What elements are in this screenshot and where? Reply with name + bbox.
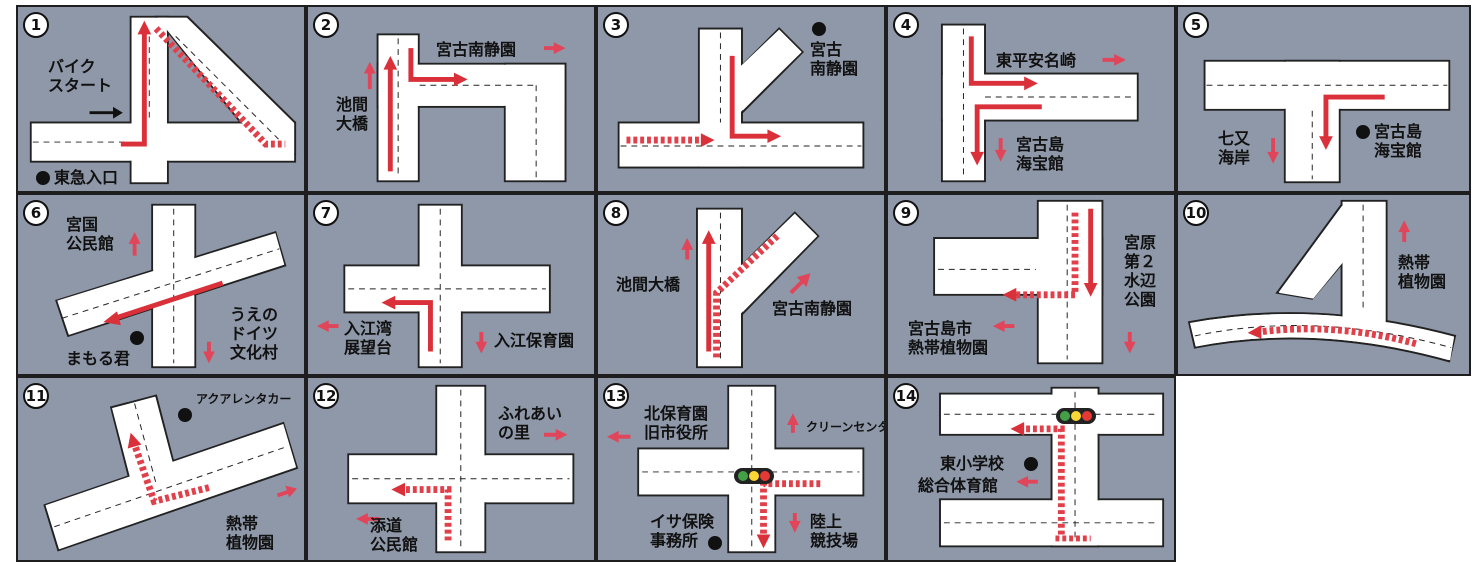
direction-label-left: 池間大橋: [336, 95, 369, 133]
step-number-badge: 4: [893, 12, 919, 38]
start-label: バイクスタート: [48, 57, 113, 95]
step-number-badge: 1: [23, 12, 49, 38]
traffic-light-icon: [734, 468, 774, 484]
direction-label-left: 添道公民館: [370, 516, 419, 554]
panel-2: 2 宮古南静園 池間大橋: [306, 5, 596, 193]
direction-label-right: 宮古南静園: [772, 299, 853, 318]
panel-11-roads: [43, 394, 299, 552]
landmark-dot-icon: [1024, 457, 1038, 471]
step-number-badge: 10: [1183, 200, 1209, 226]
direction-label-down: 陸上競技場: [810, 512, 859, 550]
step-number-badge: 11: [23, 383, 49, 409]
direction-label-left: 七又海岸: [1218, 129, 1251, 167]
panel-11: 11 アクアレンタカー 熱帯植物園: [16, 376, 306, 562]
step-number-badge: 7: [313, 200, 339, 226]
step-number-badge: 2: [313, 12, 339, 38]
panel-6: 6 宮国公民館 まもる君 うえのドイツ文化村: [16, 193, 306, 376]
step-number-badge: 6: [23, 200, 49, 226]
direction-label-down: うえのドイツ文化村: [230, 305, 279, 362]
landmark-dot-icon: [178, 408, 192, 422]
direction-label-right: 熱帯植物園: [226, 514, 275, 552]
direction-label-up: 宮国公民館: [66, 215, 115, 253]
panel-8: 8 池間大橋 宮古南静園: [596, 193, 886, 376]
panel-1: 1 バイクスタート 東急入口: [16, 5, 306, 193]
direction-label-right: 東平安名崎: [996, 51, 1077, 70]
panel-7-roads: [316, 203, 551, 369]
step-number-badge: 12: [313, 383, 339, 409]
landmark-dot-icon: [1356, 125, 1370, 139]
landmark-dot-icon: [812, 22, 826, 36]
step-number-badge: 9: [893, 200, 919, 226]
panel-12-roads: [347, 384, 575, 554]
direction-label-up: クリーンセンター: [806, 420, 884, 434]
panel-12: 12 ふれあいの里 添道公民館: [306, 376, 596, 562]
panel-14-roads: [939, 386, 1165, 548]
panel-6-roads: [55, 203, 287, 369]
panel-1-roads: [29, 15, 297, 185]
landmark-dot-icon: [36, 171, 50, 185]
direction-label-up: 熱帯植物園: [1398, 253, 1447, 291]
step-number-badge: 3: [603, 12, 629, 38]
step-number-badge: 8: [603, 200, 629, 226]
panel-10-roads: [1187, 199, 1457, 363]
panel-8-roads: [681, 207, 820, 369]
panel-9-roads: [933, 199, 1136, 365]
step-number-badge: 13: [603, 383, 629, 409]
panel-5: 5 七又海岸 宮古島海宝館: [1176, 5, 1471, 193]
panel-4-roads: [940, 23, 1139, 183]
direction-label-left: 北保育園旧市役所: [644, 404, 709, 442]
panel-4: 4 東平安名崎 宮古島海宝館: [886, 5, 1176, 193]
direction-label-left: 宮古島市熱帯植物園: [908, 319, 989, 357]
step-number-badge: 14: [893, 383, 919, 409]
traffic-light-icon: [1056, 408, 1096, 424]
direction-label-left: 総合体育館: [918, 476, 999, 495]
panel-3-roads: [617, 27, 865, 169]
landmark-label: 東小学校: [940, 454, 1005, 473]
direction-label-down: 宮古島海宝館: [1016, 135, 1065, 173]
direction-label-right: ふれあいの里: [498, 404, 563, 442]
panel-14: 14 東小学校 総合体育館: [886, 376, 1176, 562]
direction-label-left: 入江湾展望台: [344, 319, 393, 357]
landmark-label: まもる君: [66, 349, 131, 368]
direction-label-down: 入江保育園: [494, 331, 575, 350]
direction-label-right: 宮古南静園: [436, 40, 517, 59]
panel-2-roads: [363, 33, 567, 183]
landmark-label: アクアレンタカー: [196, 392, 292, 406]
panel-3: 3 宮古南静園: [596, 5, 886, 193]
direction-label-up: 池間大橋: [616, 275, 681, 294]
landmark-dot-icon: [130, 331, 144, 345]
landmark-dot-icon: [708, 536, 722, 550]
landmark-label: 宮古島海宝館: [1374, 122, 1423, 160]
landmark-label: 宮古南静園: [810, 40, 859, 78]
panel-5-roads: [1203, 59, 1451, 184]
landmark-label: 東急入口: [54, 168, 119, 187]
panel-10: 10 熱帯植物園: [1176, 193, 1471, 376]
step-number-badge: 5: [1183, 12, 1209, 38]
landmark-label: イサ保険事務所: [650, 512, 715, 550]
panel-7: 7 入江湾展望台 入江保育園: [306, 193, 596, 376]
